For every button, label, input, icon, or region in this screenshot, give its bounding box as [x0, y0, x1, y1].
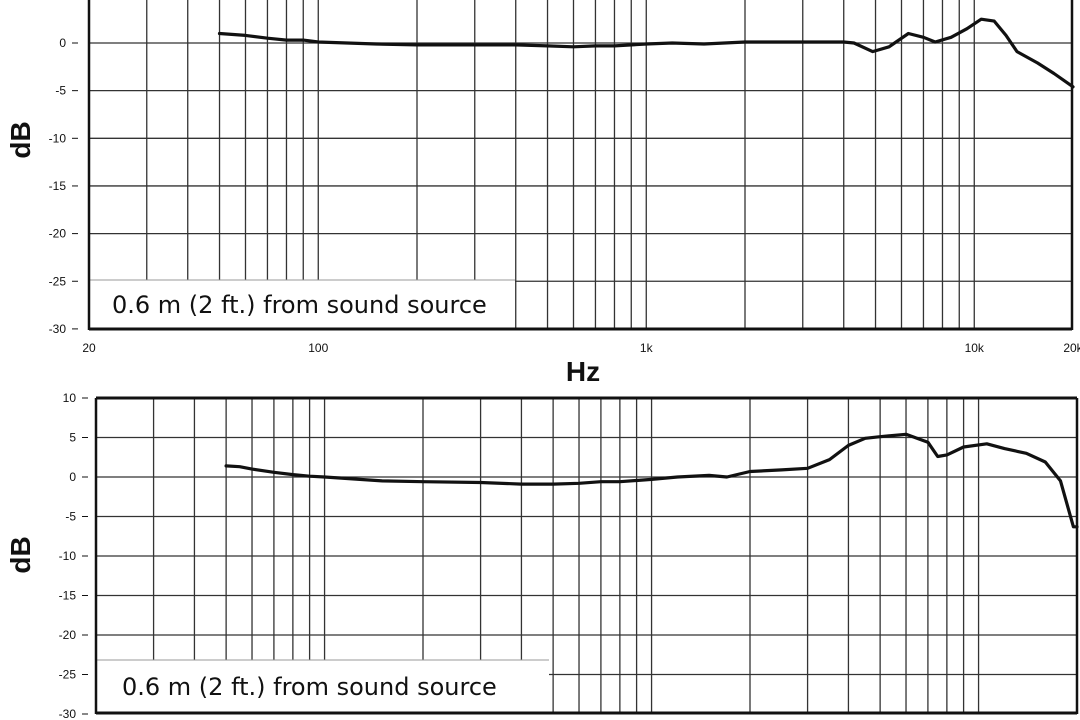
frequency-response-chart-bottom: 10 5 0 -5 -10 -15 -20 -25 -30 dB 0.6 m (2 ft.) fro… [5, 391, 1079, 720]
y-tick-label: -20 [59, 628, 77, 642]
distance-annotation: 0.6 m (2 ft.) from sound source [122, 673, 497, 701]
response-curve [217, 17, 1075, 89]
x-tick-label: 20k [1063, 341, 1080, 355]
y-tick-label: -15 [59, 589, 77, 603]
y-tick-label: -10 [49, 131, 67, 145]
y-tick-label: -25 [59, 668, 77, 682]
distance-annotation: 0.6 m (2 ft.) from sound source [112, 291, 487, 319]
y-tick-label: 5 [69, 431, 76, 445]
y-tick-label: 5 [59, 0, 66, 2]
y-tick-label: -25 [49, 274, 67, 288]
y-axis-title: dB [5, 536, 36, 573]
x-tick-label: 20 [82, 341, 96, 355]
x-tick-label: 10k [965, 341, 985, 355]
y-axis-title: dB [5, 121, 36, 158]
x-axis-title: Hz [566, 356, 600, 387]
y-tick-label: -30 [59, 707, 77, 720]
response-curve [224, 432, 1079, 529]
y-tick-label: -15 [49, 179, 67, 193]
x-tick-label: 100 [308, 341, 328, 355]
y-tick-label: -30 [49, 322, 67, 336]
y-tick-label: 0 [69, 470, 76, 484]
y-tick-label: -5 [65, 510, 76, 524]
y-tick-label: 0 [59, 36, 66, 50]
y-tick-label: -5 [55, 84, 66, 98]
y-tick-label: -20 [49, 227, 67, 241]
x-tick-label: 1k [640, 341, 654, 355]
y-tick-label: 10 [63, 391, 77, 405]
y-tick-label: -10 [59, 549, 77, 563]
